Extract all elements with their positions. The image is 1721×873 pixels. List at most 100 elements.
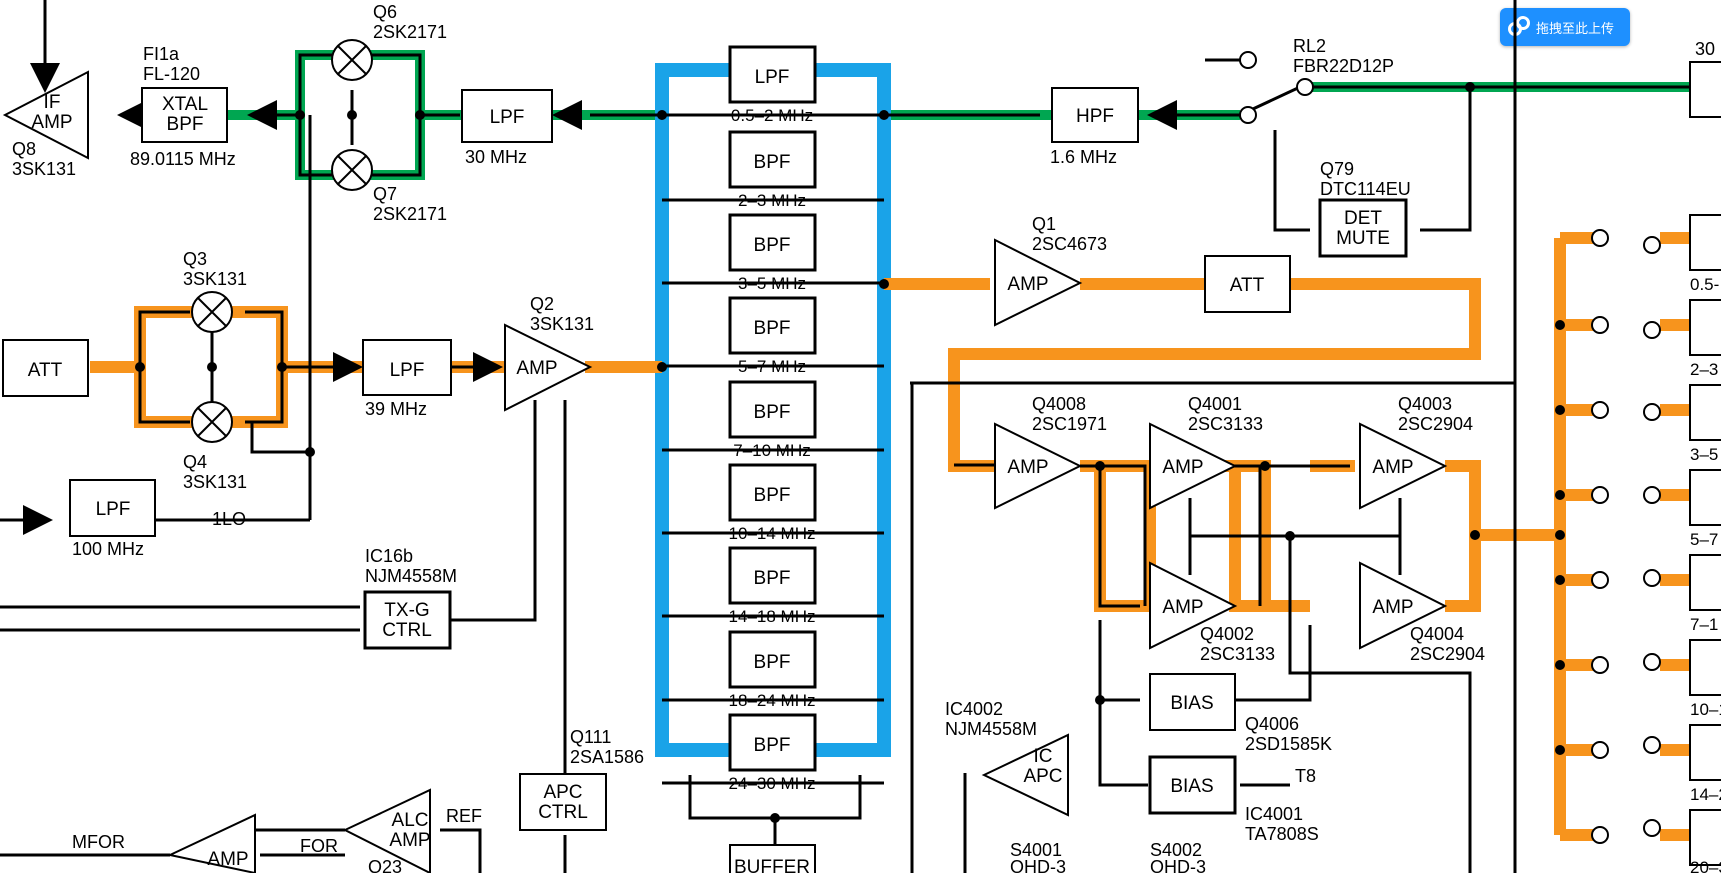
rl2-part: FBR22D12P: [1293, 56, 1394, 76]
q23-label: Q23: [368, 857, 402, 873]
filter-4-label: BPF: [754, 318, 791, 339]
q4004-part: 2SC2904: [1410, 644, 1485, 664]
mixer-q3: [191, 291, 233, 333]
q79-label: Q79: [1320, 159, 1354, 179]
hpf-block: [1051, 87, 1139, 143]
filter-8-label: BPF: [754, 652, 791, 673]
ic4001-label: IC4001: [1245, 804, 1303, 824]
right-band-5: 7–1: [1690, 615, 1718, 634]
mixer-q7: [331, 149, 373, 191]
filter-4-band: 5–7 MHz: [738, 357, 806, 376]
lpf39-freq: 39 MHz: [365, 399, 427, 419]
if-amp-label-line2: AMP: [31, 112, 72, 133]
mfor-label: MFOR: [72, 832, 125, 852]
q4006-label: Q4006: [1245, 714, 1299, 734]
q4008-part: 2SC1971: [1032, 414, 1107, 434]
q4-part: 3SK131: [183, 472, 247, 492]
filter-7-band: 14–18 MHz: [729, 607, 816, 626]
lpf100-freq: 100 MHz: [72, 539, 144, 559]
ic16b-part: NJM4558M: [365, 566, 457, 586]
filter-1-label: LPF: [755, 67, 790, 88]
amp-q4002-label: AMP: [1162, 597, 1203, 618]
det-mute-block: [1318, 198, 1408, 258]
q4001-label: Q4001: [1188, 394, 1242, 414]
s4002-label: S4002: [1150, 840, 1202, 860]
edge30-label: 30: [1695, 39, 1715, 59]
att-right-block: [1204, 255, 1291, 313]
q1-part: 2SC4673: [1032, 234, 1107, 254]
filter-bank: [728, 45, 817, 772]
q3-label: Q3: [183, 249, 207, 269]
t8-label: T8: [1295, 766, 1316, 786]
alc-amp-label-line2: AMP: [389, 830, 430, 851]
s4002-part: OHD-3: [1150, 857, 1206, 873]
lpf39-block: [362, 339, 452, 396]
right-edge-blocks: [1689, 61, 1721, 866]
ic-apc-label-line2: APC: [1023, 766, 1062, 787]
q4002-part: 2SC3133: [1200, 644, 1275, 664]
bias-lower-block: [1148, 755, 1237, 815]
q79-part: DTC114EU: [1320, 179, 1411, 199]
q111-label: Q111: [570, 727, 611, 747]
ic-apc-label-line1: IC: [1034, 746, 1053, 767]
right-band-2: 2–3: [1690, 360, 1718, 379]
filter-6-band: 10–14 MHz: [729, 524, 816, 543]
right-band-1: 0.5-: [1690, 275, 1719, 294]
bias-upper-label: BIAS: [1170, 693, 1213, 714]
bias-lower-label: BIAS: [1170, 776, 1213, 797]
buffer-block: [729, 844, 816, 873]
filter-8-band: 18–24 MHz: [729, 691, 816, 710]
s4001-part: OHD-3: [1010, 857, 1066, 873]
upload-badge[interactable]: 拖拽至此上传: [1500, 8, 1630, 46]
lpf30-label: LPF: [490, 107, 525, 128]
ref-label: REF: [446, 806, 482, 826]
hpf-freq: 1.6 MHz: [1050, 147, 1117, 167]
buffer-label: BUFFER: [734, 857, 810, 873]
q1-label: Q1: [1032, 214, 1056, 234]
amp-q4004-label: AMP: [1372, 597, 1413, 618]
filter-1-band: 0.5–2 MHz: [731, 106, 813, 125]
q4002-label: Q4002: [1200, 624, 1254, 644]
if-amp-label-line1: IF: [44, 92, 61, 113]
q8-label: Q8: [12, 139, 36, 159]
q2-part: 3SK131: [530, 314, 594, 334]
mfor-amp-label: AMP: [207, 849, 248, 870]
alc-amp-label-line1: ALC: [392, 810, 429, 831]
bias-upper-block: [1149, 673, 1236, 731]
filter-7-label: BPF: [754, 568, 791, 589]
lo1-label: 1LO: [212, 509, 246, 529]
filter-9-label: BPF: [754, 735, 791, 756]
orange-path: [90, 232, 1700, 841]
apc-ctrl-label-line1: APC: [543, 782, 582, 803]
apc-ctrl-label-line2: CTRL: [538, 802, 588, 823]
mixer-q4: [191, 401, 233, 443]
mixer-q6: [331, 39, 373, 81]
amp-q4001-label: AMP: [1162, 457, 1203, 478]
s4001-label: S4001: [1010, 840, 1062, 860]
det-mute-label-line2: MUTE: [1336, 228, 1390, 249]
det-mute-label-line1: DET: [1344, 208, 1382, 229]
right-band-3: 3–5: [1690, 445, 1718, 464]
lpf39-label: LPF: [390, 360, 425, 381]
tx-g-ctrl-label-line2: CTRL: [382, 620, 432, 641]
q7-part: 2SK2171: [373, 204, 447, 224]
fl1a-part: FL-120: [143, 64, 200, 84]
q4008-label: Q4008: [1032, 394, 1086, 414]
lpf100-label: LPF: [96, 499, 131, 520]
att-left-label: ATT: [28, 360, 63, 381]
amp-q4008-label: AMP: [1007, 457, 1048, 478]
right-band-8: 20–3: [1690, 858, 1721, 873]
apc-ctrl-block: [519, 773, 607, 831]
q4004-label: Q4004: [1410, 624, 1464, 644]
q4003-part: 2SC2904: [1398, 414, 1473, 434]
q2-label: Q2: [530, 294, 554, 314]
amp-q1-label: AMP: [1007, 274, 1048, 295]
q4001-part: 2SC3133: [1188, 414, 1263, 434]
ic4002-part: NJM4558M: [945, 719, 1037, 739]
q8-part: 3SK131: [12, 159, 76, 179]
hpf-label: HPF: [1076, 106, 1114, 127]
filter-2-label: BPF: [754, 152, 791, 173]
xtal-bpf-label-line2: BPF: [167, 114, 204, 135]
